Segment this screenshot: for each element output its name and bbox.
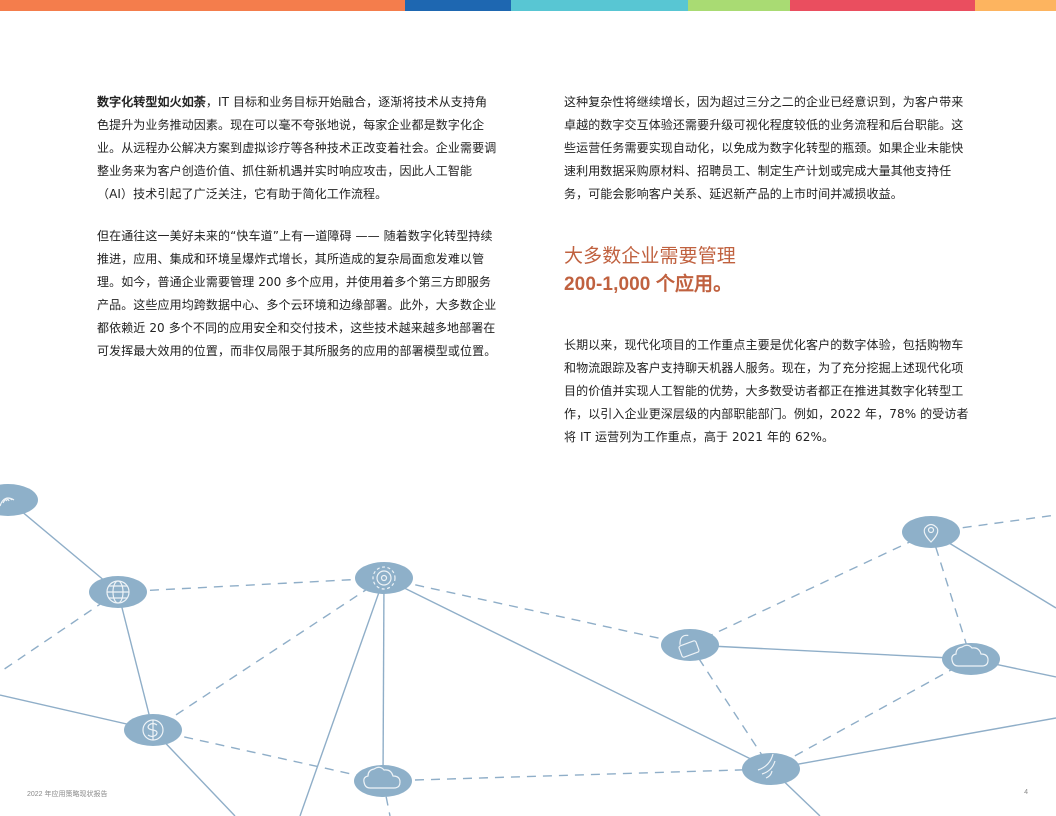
stripe-segment-orange: [0, 0, 405, 11]
network-dashed-line: [0, 591, 119, 673]
network-dashed-line: [152, 577, 385, 731]
network-dashed-line: [689, 531, 932, 646]
stripe-segment-blue: [405, 0, 511, 11]
left-text-column: 数字化转型如火如荼，IT 目标和业务目标开始融合，逐渐将技术从支持角色提升为业务…: [97, 91, 497, 363]
network-dashed-line: [770, 658, 972, 770]
network-line: [299, 577, 385, 816]
left-paragraph-1: 数字化转型如火如荼，IT 目标和业务目标开始融合，逐渐将技术从支持角色提升为业务…: [97, 91, 497, 206]
wifi-icon: [757, 753, 776, 779]
network-line: [382, 577, 385, 782]
network-line: [930, 531, 1056, 609]
network-dashed-line: [382, 768, 772, 782]
network-node: [0, 484, 38, 516]
network-node: [355, 562, 413, 594]
network-node: [942, 643, 1000, 675]
dollar-icon: [142, 719, 164, 741]
location-pin-icon: [923, 523, 939, 543]
top-color-stripe: [0, 0, 1056, 11]
right-paragraph-2: 长期以来，现代化项目的工作重点主要是优化客户的数字体验，包括购物车和物流跟踪及客…: [564, 338, 969, 444]
network-line: [770, 717, 1056, 770]
callout-headline-line-2: 200-1,000 个应用。: [564, 274, 733, 295]
network-node: [661, 629, 719, 661]
stripe-segment-teal: [511, 0, 688, 11]
network-line: [689, 644, 972, 660]
network-node: [354, 765, 412, 797]
left-paragraph-2: 但在通往这一美好未来的“快车道”上有一道障碍 —— 随着数字化转型持续推进，应用…: [97, 229, 497, 358]
gear-icon: [372, 566, 396, 590]
network-line: [7, 499, 119, 593]
network-dashed-line: [930, 531, 972, 660]
cloud-icon: [951, 644, 989, 667]
page-number: 4: [1024, 789, 1028, 796]
right-text-column: 这种复杂性将继续增长，因为超过三分之二的企业已经意识到，为客户带来卓越的数字交互…: [564, 91, 972, 449]
globe-icon: [106, 580, 130, 604]
left-paragraph-1-body: ，IT 目标和业务目标开始融合，逐渐将技术从支持角色提升为业务推动因素。现在可以…: [97, 95, 497, 201]
stripe-segment-red: [790, 0, 975, 11]
network-dashed-line: [117, 577, 385, 593]
fingerprint-icon: [0, 497, 15, 507]
lock-icon: [678, 634, 700, 658]
network-line: [117, 591, 154, 731]
network-line: [152, 729, 236, 816]
callout-headline: 大多数企业需要管理 200-1,000 个应用。: [564, 243, 972, 299]
cloud-icon: [363, 766, 401, 789]
network-dashed-line: [689, 644, 772, 770]
footer-report-title: 2022 年应用策略现状报告: [27, 791, 108, 798]
callout-headline-line-1: 大多数企业需要管理: [564, 246, 736, 267]
network-dashed-line: [383, 577, 691, 646]
network-dashed-line: [152, 729, 384, 782]
stripe-segment-yellow: [975, 0, 1056, 11]
network-line: [383, 577, 772, 770]
right-paragraph-1: 这种复杂性将继续增长，因为超过三分之二的企业已经意识到，为客户带来卓越的数字交互…: [564, 95, 964, 201]
lead-phrase: 数字化转型如火如荼: [97, 95, 206, 109]
stripe-segment-green: [688, 0, 790, 11]
